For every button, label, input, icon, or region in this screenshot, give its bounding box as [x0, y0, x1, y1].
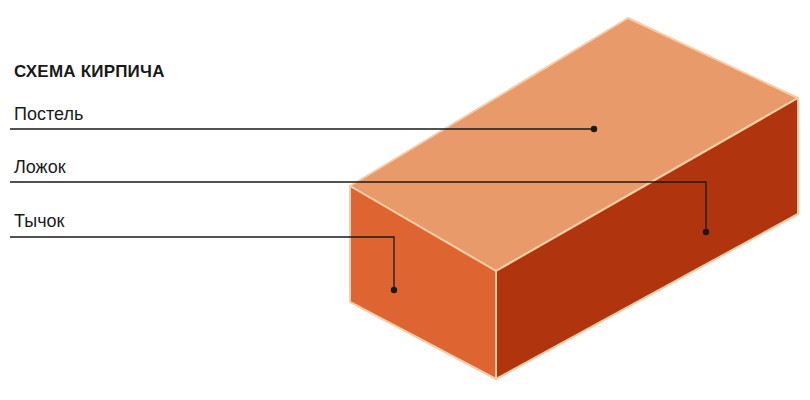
leader-dot — [703, 229, 709, 235]
part-label: Постель — [14, 104, 83, 125]
leader-line — [10, 128, 594, 129]
leader-dot — [391, 287, 397, 293]
leader-dots — [391, 126, 709, 293]
part-label: Ложок — [14, 157, 66, 178]
brick — [350, 18, 798, 379]
leader-line — [10, 237, 394, 290]
stretcher-face — [496, 98, 798, 379]
header-face — [350, 186, 496, 379]
diagram-title: СХЕМА КИРПИЧА — [14, 62, 165, 82]
leader-line — [10, 182, 706, 232]
leader-dot — [591, 126, 597, 132]
leader-lines — [10, 129, 706, 290]
part-label: Тычок — [14, 211, 64, 232]
